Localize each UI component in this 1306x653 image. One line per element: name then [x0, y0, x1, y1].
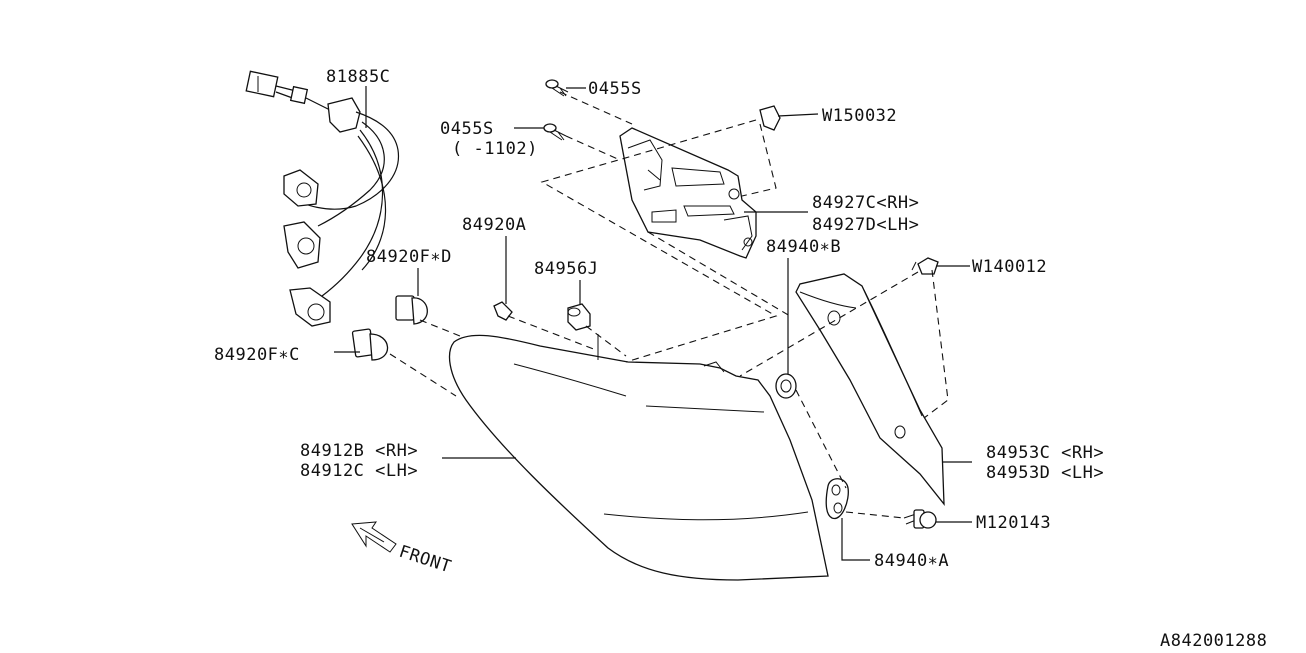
label-0455s-upper: 0455S	[588, 79, 642, 99]
label-84953d: 84953D <LH>	[986, 463, 1104, 483]
label-84912c: 84912C <LH>	[300, 461, 418, 481]
bulb-84920f-d	[395, 295, 428, 325]
assembly-guide-lines	[389, 91, 949, 519]
label-m120143: M120143	[976, 513, 1051, 533]
label-84956j: 84956J	[534, 259, 598, 279]
label-81885c: 81885C	[326, 67, 390, 87]
front-direction-arrow	[351, 521, 397, 553]
label-84940-b: 84940∗B	[766, 237, 841, 257]
socket-84956j	[567, 303, 591, 331]
nut-m120143	[903, 509, 937, 529]
wiring-harness	[245, 70, 400, 327]
clip-w150032	[759, 105, 781, 131]
label-front: FRONT	[396, 542, 453, 578]
leader-lines	[334, 87, 972, 561]
label-84953c: 84953C <RH>	[986, 443, 1104, 463]
label-84927d: 84927D<LH>	[812, 215, 919, 235]
label-w140012: W140012	[972, 257, 1047, 277]
diagram-id: A842001288	[1160, 631, 1267, 651]
label-84920a: 84920A	[462, 215, 526, 235]
trim-cover	[795, 273, 945, 506]
label-0455s-lower-note: ( -1102)	[452, 139, 538, 159]
callout-labels: 81885C 0455S 0455S ( -1102) W150032 8492…	[214, 67, 1267, 651]
gasket-84940-a	[825, 478, 849, 519]
clip-w140012	[911, 257, 939, 275]
label-0455s-lower: 0455S	[440, 119, 494, 139]
label-84927c: 84927C<RH>	[812, 193, 919, 213]
tail-lamp-housing	[448, 334, 829, 581]
label-84920f-d: 84920F∗D	[366, 247, 452, 267]
bracket	[619, 127, 757, 259]
label-84920f-c: 84920F∗C	[214, 345, 300, 365]
gasket-84940-b	[775, 373, 797, 399]
label-84912b: 84912B <RH>	[300, 441, 418, 461]
label-84940-a: 84940∗A	[874, 551, 949, 571]
screw-0455s-lower	[543, 123, 567, 141]
bulb-84920f-c	[351, 328, 389, 361]
label-w150032: W150032	[822, 106, 897, 126]
bulb-84920a	[493, 301, 513, 321]
